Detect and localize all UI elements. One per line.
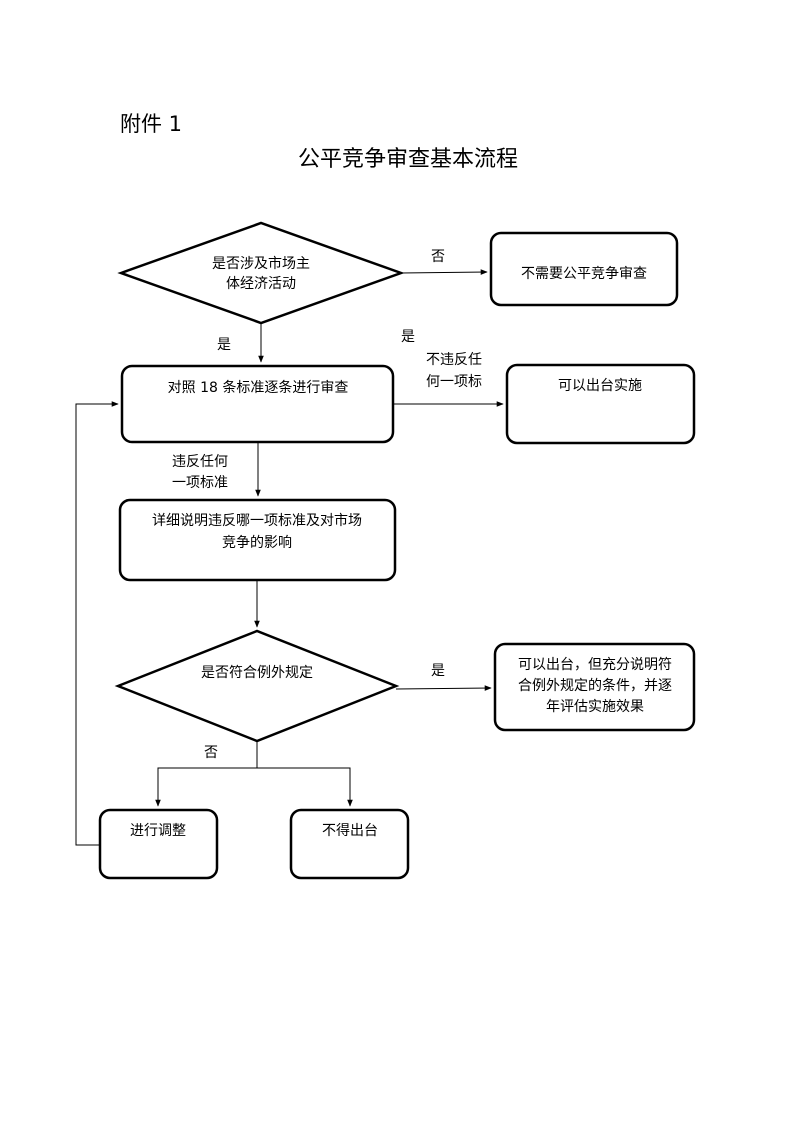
decision-diamond-shape [117, 221, 405, 325]
page-title: 公平竞争审查基本流程 [297, 147, 518, 172]
arrow-d2-to-can-issue-exception [395, 685, 492, 691]
box-review-text: 对照 18 条标准逐条进行审查 [168, 379, 349, 396]
label-d1-yes: 是 [217, 337, 231, 353]
box-can-issue-exception-shape [493, 642, 696, 732]
box-review-shape [120, 364, 395, 444]
box-explain-line1: 详细说明违反哪一项标准及对市场 [152, 512, 362, 529]
box-can-issue-shape [505, 363, 696, 445]
box-cannot-issue: 不得出台 [289, 808, 410, 880]
box-can-issue-text: 可以出台实施 [558, 378, 642, 394]
box-explain-line2: 竞争的影响 [222, 534, 292, 551]
box-no-review-shape [489, 231, 679, 307]
box-review-18-standards: 对照 18 条标准逐条进行审查 [120, 364, 395, 444]
box-adjust: 进行调整 [98, 808, 219, 880]
arrow-d2-to-adjust [155, 741, 258, 807]
decision-exception-text: 是否符合例外规定 [201, 665, 313, 681]
box-no-review: 不需要公平竞争审查 [489, 231, 679, 307]
box-can-issue: 可以出台实施 [505, 363, 696, 445]
box-can-issue-exception-line2: 合例外规定的条件，并逐 [518, 677, 672, 694]
decision-exception-shape [114, 629, 400, 743]
label-review-ok-yes: 是 [401, 329, 415, 345]
decision-market-activity-line2: 体经济活动 [226, 276, 296, 292]
arrow-d2-to-cannot-issue [257, 767, 353, 807]
box-adjust-shape [98, 808, 219, 880]
label-d1-no: 否 [431, 249, 445, 265]
decision-market-activity: 是否涉及市场主 体经济活动 [117, 221, 405, 325]
decision-exception-rules: 是否符合例外规定 [114, 629, 400, 743]
label-review-violate-line1: 违反任何 [172, 454, 228, 470]
arrow-d1-to-no-review [400, 269, 488, 275]
box-can-issue-exception-line1: 可以出台，但充分说明符 [518, 657, 672, 673]
label-review-ok-line1: 不违反任 [426, 352, 482, 368]
edge-labels: 否 是 是 不违反任 何一项标 违反任何 一项标准 是 否 [172, 249, 482, 761]
arrow-adjust-to-review [75, 401, 119, 846]
box-can-issue-exception: 可以出台，但充分说明符 合例外规定的条件，并逐 年评估实施效果 [493, 642, 696, 732]
attachment-label: 附件 1 [120, 112, 183, 136]
label-review-violate-line2: 一项标准 [172, 475, 228, 491]
box-cannot-issue-text: 不得出台 [322, 822, 378, 839]
label-review-ok-line2: 何一项标 [426, 374, 482, 390]
connectors [75, 269, 504, 846]
box-explain-violation: 详细说明违反哪一项标准及对市场 竞争的影响 [118, 498, 397, 582]
label-d2-no: 否 [204, 745, 218, 761]
box-can-issue-exception-line3: 年评估实施效果 [546, 699, 644, 715]
decision-market-activity-line1: 是否涉及市场主 [212, 255, 310, 272]
box-adjust-text: 进行调整 [130, 823, 186, 839]
box-cannot-issue-shape [289, 808, 410, 880]
box-no-review-text: 不需要公平竞争审查 [521, 265, 647, 282]
label-d2-yes: 是 [431, 663, 445, 679]
